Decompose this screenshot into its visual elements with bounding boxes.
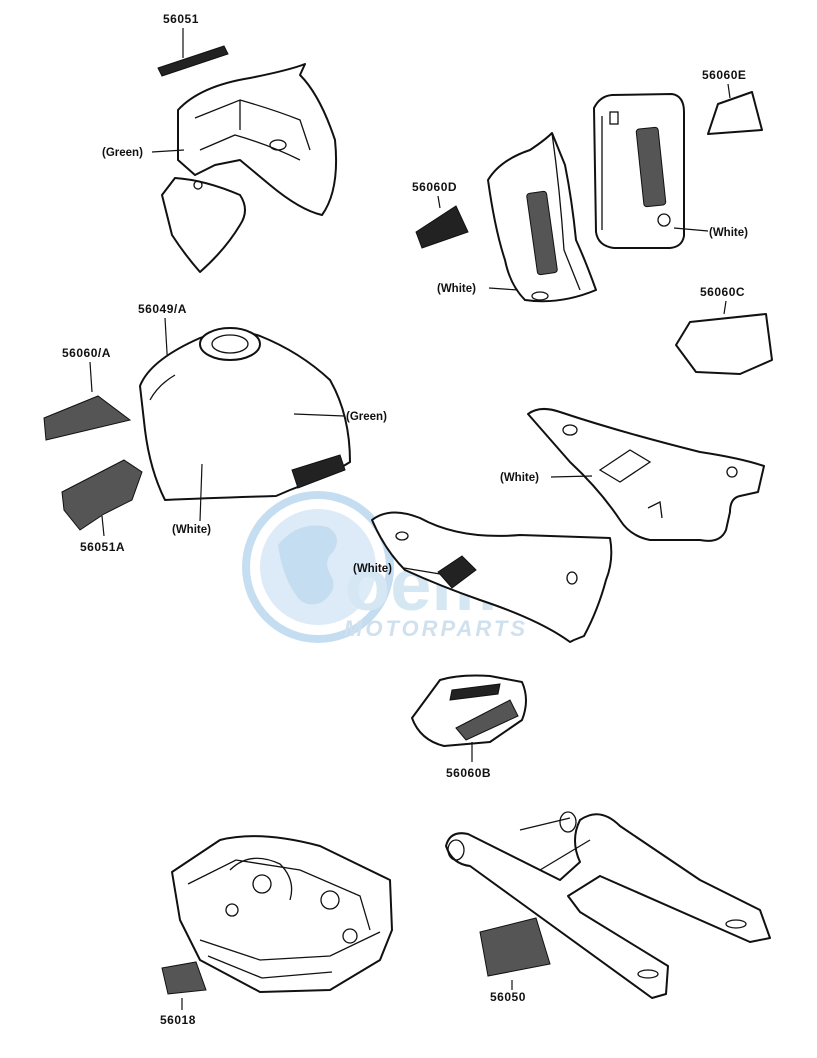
side-panel-right-group: (White) (500, 408, 765, 542)
watermark-globe-icon (242, 491, 394, 643)
side-panel-left-group: (White) (353, 511, 613, 643)
swingarm-group: 56050 (445, 811, 771, 1004)
emblem-56051A-group: 56051A (61, 459, 143, 554)
decal-56060D[interactable] (415, 205, 469, 249)
tank-decal-strip (291, 454, 346, 489)
decal-56060C-group: 56060C (675, 285, 773, 375)
watermark: oem MOTORPARTS (242, 491, 528, 643)
cylinder-head-group: 56018 (160, 835, 393, 1027)
decal-56060E-group: 56060E (702, 68, 763, 135)
color-label-white-side-right: (White) (500, 472, 539, 484)
watermark-sub: MOTORPARTS (344, 616, 528, 641)
color-label-white-side-left: (White) (353, 563, 392, 575)
side-panel-decal (437, 555, 477, 589)
side-panel-left[interactable] (371, 511, 613, 643)
part-number-56049A[interactable]: 56049/A (138, 302, 187, 316)
part-number-56060D[interactable]: 56060D (412, 180, 457, 194)
decal-56060E[interactable] (707, 91, 763, 135)
part-number-56051[interactable]: 56051 (163, 12, 199, 26)
side-cover-group: (White) (White) 56060D (412, 93, 748, 303)
part-number-56050[interactable]: 56050 (490, 990, 526, 1004)
color-label-white-tank: (White) (172, 524, 211, 536)
side-panel-right[interactable] (527, 408, 765, 542)
vent-mesh-right (635, 126, 667, 208)
swingarm[interactable] (445, 813, 771, 999)
fuel-tank-group: 56049/A (Green) (White) (138, 302, 387, 536)
cylinder-head[interactable] (171, 835, 393, 993)
fairing-group: 56051 (Green) (102, 12, 338, 273)
decal-56060A[interactable] (43, 395, 132, 441)
part-number-56060A[interactable]: 56060/A (62, 346, 111, 360)
side-cover-right[interactable] (593, 93, 685, 249)
part-number-56051A[interactable]: 56051A (80, 540, 125, 554)
part-number-56018[interactable]: 56018 (160, 1013, 196, 1027)
part-number-56060B[interactable]: 56060B (446, 766, 491, 780)
vent-mesh-left (526, 190, 558, 276)
decal-56060A-group: 56060/A (43, 346, 132, 441)
fairing-lower[interactable] (161, 177, 246, 273)
emblem-56051[interactable] (157, 45, 229, 77)
color-label-green-fairing: (Green) (102, 147, 143, 159)
color-label-white-cover-left: (White) (437, 283, 476, 295)
fuel-cap[interactable] (199, 327, 261, 361)
fairing-upper[interactable] (177, 63, 338, 216)
part-number-56060E[interactable]: 56060E (702, 68, 746, 82)
emblem-56051A[interactable] (61, 459, 143, 531)
swingarm-emblem-56050[interactable] (479, 917, 551, 977)
cylinder-head-label-56018[interactable] (161, 961, 207, 995)
part-number-56060C[interactable]: 56060C (700, 285, 745, 299)
color-label-green-tank: (Green) (346, 411, 387, 423)
decal-56060B-group: 56060B (411, 674, 527, 780)
decal-56060C[interactable] (675, 313, 773, 375)
color-label-white-cover-right: (White) (709, 227, 748, 239)
